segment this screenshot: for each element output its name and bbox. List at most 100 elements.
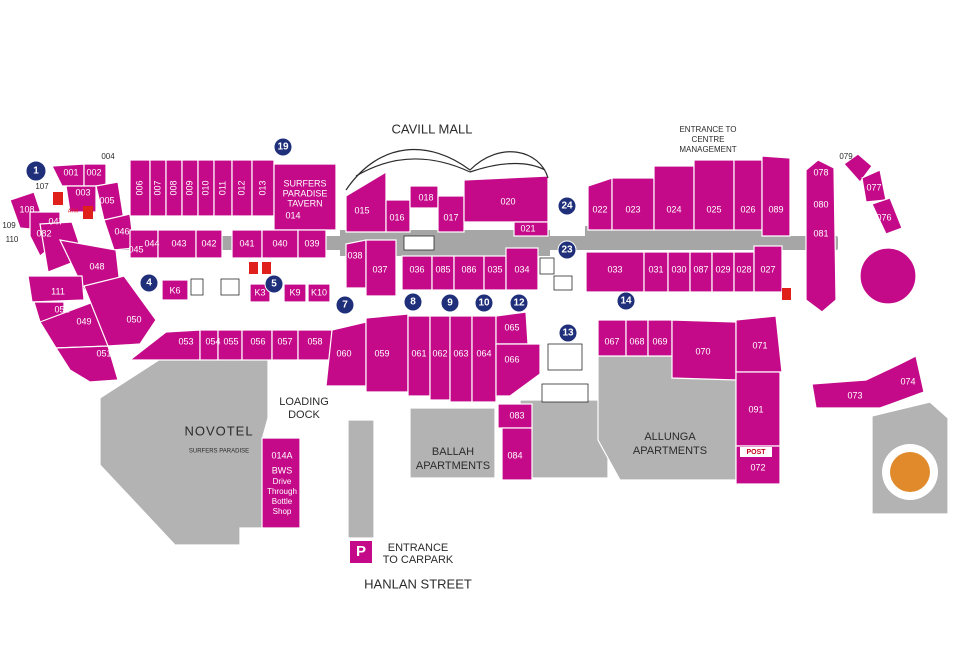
marker-23[interactable]: 23	[557, 240, 577, 260]
shop-058: 058	[307, 336, 322, 346]
shop-036: 036	[409, 264, 424, 274]
svg-text:13: 13	[562, 328, 574, 339]
shop-061: 061	[411, 348, 426, 358]
atm-icon	[83, 206, 93, 219]
kiosk-k3: K3	[254, 287, 265, 297]
shop-030: 030	[671, 264, 686, 274]
post-badge	[740, 447, 772, 457]
mall-canopy	[345, 148, 549, 191]
centre-core-building	[519, 399, 609, 479]
marker-13[interactable]: 13	[558, 323, 578, 343]
northwest-row	[129, 159, 337, 259]
shop-111: 111	[51, 286, 65, 296]
shop-040: 040	[272, 238, 287, 248]
shop-066: 066	[504, 354, 519, 364]
svg-text:7: 7	[342, 300, 348, 311]
northeast-block	[585, 155, 791, 293]
hanlan-street-label: HANLAN STREET	[364, 576, 472, 591]
marker-7[interactable]: 7	[335, 295, 355, 315]
shop-089: 089	[768, 204, 783, 214]
shop-006: 006	[134, 180, 144, 195]
marker-12[interactable]: 12	[509, 293, 529, 313]
shop-063: 063	[453, 348, 468, 358]
shop-044: 044	[144, 238, 159, 248]
atm-icon	[249, 262, 258, 274]
shop-020: 020	[500, 196, 515, 206]
shop-078: 078	[813, 167, 828, 177]
shop-045: 045	[128, 244, 143, 254]
shop-002: 002	[86, 167, 101, 177]
shop-009: 009	[184, 180, 194, 195]
shop-060: 060	[336, 348, 351, 358]
svg-text:1: 1	[33, 166, 39, 177]
shop-048: 048	[89, 261, 104, 271]
svg-text:19: 19	[277, 142, 289, 153]
shop-026: 026	[740, 204, 755, 214]
shop-039: 039	[304, 238, 319, 248]
loading-dock-line2: DOCK	[288, 409, 320, 421]
carpark-line1: ENTRANCE	[388, 542, 449, 554]
toilet-icon	[541, 383, 589, 403]
marker-9[interactable]: 9	[440, 293, 460, 313]
entrance-mgmt-line1: ENTRANCE TO	[679, 125, 736, 134]
shop-013: 013	[257, 180, 267, 195]
shop-049: 049	[76, 316, 91, 326]
shop-012: 012	[236, 180, 246, 195]
shop-033: 033	[607, 264, 622, 274]
marker-5[interactable]: 5	[264, 274, 284, 294]
atm-icon	[53, 192, 63, 205]
shop-084: 084	[507, 450, 522, 460]
shop-062: 062	[432, 348, 447, 358]
allunga-line2: APARTMENTS	[633, 445, 707, 457]
ballah-line1: BALLAH	[432, 446, 474, 458]
far-east	[805, 153, 925, 409]
atm-signs: ATM	[53, 192, 791, 300]
marker-24[interactable]: 24	[557, 196, 577, 216]
west-block	[9, 163, 157, 383]
shop-087: 087	[693, 264, 708, 274]
shop-107: 107	[35, 182, 49, 191]
shop-046: 046	[114, 226, 129, 236]
shop-069: 069	[652, 336, 667, 346]
shop-050: 050	[126, 314, 141, 324]
shop-109: 109	[2, 221, 16, 230]
shop-054: 054	[205, 336, 220, 346]
svg-text:23: 23	[561, 245, 573, 256]
parking-symbol: P	[356, 543, 366, 560]
shop-labels: 001 002 003 004 005 046 047 082 108 107 …	[2, 152, 915, 516]
shop-027: 027	[760, 264, 775, 274]
shop-085: 085	[435, 264, 450, 274]
marker-1[interactable]: 1	[25, 160, 47, 182]
svg-text:5: 5	[271, 279, 277, 290]
marker-19[interactable]: 19	[273, 137, 293, 157]
shop-011: 011	[217, 181, 227, 195]
shop-059: 059	[374, 348, 389, 358]
marker-14[interactable]: 14	[616, 291, 636, 311]
svg-text:9: 9	[447, 298, 453, 309]
bws-line2: Drive	[273, 477, 292, 486]
marker-4[interactable]: 4	[139, 273, 159, 293]
tavern-line1: SURFERS	[283, 178, 326, 188]
allunga-line1: ALLUNGA	[644, 431, 696, 443]
cavill-block	[345, 170, 549, 297]
novotel-sub: SURFERS PARADISE	[189, 449, 249, 455]
carpark-ramp	[347, 419, 375, 539]
tavern-line3: TAVERN	[287, 198, 322, 208]
escalator-icon	[220, 278, 240, 296]
novotel-name: NOVOTEL	[184, 423, 253, 438]
shop-068: 068	[629, 336, 644, 346]
shop-051: 051	[96, 348, 111, 358]
shop-053: 053	[178, 336, 193, 346]
shop-021: 021	[520, 223, 535, 233]
shop-064: 064	[476, 348, 491, 358]
southeast-block	[261, 315, 783, 529]
bws-name: BWS	[272, 465, 293, 475]
bws-line3: Through	[267, 487, 297, 496]
loading-dock-line1: LOADING	[279, 396, 329, 408]
toilet-icon	[190, 278, 204, 296]
kiosks	[161, 279, 331, 303]
marker-10[interactable]: 10	[474, 293, 494, 313]
atm-icon	[262, 262, 271, 274]
marker-8[interactable]: 8	[403, 292, 423, 312]
